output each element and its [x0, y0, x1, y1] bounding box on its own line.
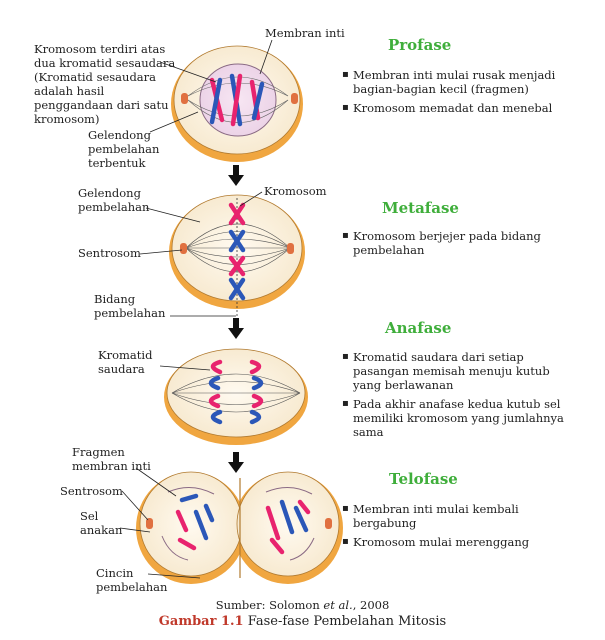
note-item: Membran inti mulai kembali bergabung [342, 502, 572, 530]
spindle-fibers [185, 223, 291, 273]
centrosome-right [325, 518, 332, 529]
phase-title-metafase: Metafase [382, 199, 459, 217]
centrosome-left [181, 93, 188, 104]
caption-number: Gambar 1.1 [158, 614, 244, 629]
anafase-cell [164, 348, 308, 445]
figure-caption: Gambar 1.1 Fase-fase Pembelahan Mitosis [0, 614, 605, 629]
phase-title-profase: Profase [388, 36, 452, 54]
chromosomes-right [265, 499, 311, 555]
arrow-down-icon [228, 318, 244, 339]
chromatids [208, 359, 264, 425]
arrow-down-icon [228, 165, 244, 186]
centrosome-left [180, 243, 187, 254]
label-gelendong-terbentuk: Gelendong pembelahan terbentuk [88, 128, 160, 170]
profase-cell [171, 45, 303, 162]
metafase-cell [169, 194, 305, 318]
phase-notes-telofase: Membran inti mulai kembali bergabung Kro… [342, 502, 572, 554]
arrow-down-icon [228, 452, 244, 473]
label-gelendong-pembelahan: Gelendong pembelahan [78, 186, 150, 214]
nuclear-fragments [161, 487, 315, 561]
label-kromosom: Kromosom [264, 184, 327, 198]
label-kromosom-desc: Kromosom terdiri atas dua kromatid sesau… [34, 42, 176, 126]
label-membran-inti: Membran inti [265, 26, 345, 40]
caption-text: Fase-fase Pembelahan Mitosis [243, 614, 447, 629]
spindle-fibers [171, 373, 301, 413]
phase-arrows [228, 165, 244, 473]
chromosomes [228, 202, 246, 301]
leader-lines [119, 39, 273, 579]
note-item: Kromosom mulai merenggang [342, 535, 572, 549]
telofase-cells [136, 471, 343, 584]
phase-notes-anafase: Kromatid saudara dari setiap pasangan me… [342, 350, 577, 444]
label-kromatid-saudara: Kromatid saudara [98, 348, 153, 376]
chromosomes-left [175, 493, 215, 551]
label-sel-anakan: Sel anakan [80, 509, 123, 537]
source-line: Sumber: Solomon et al., 2008 [215, 598, 390, 612]
label-sentrosom-telofase: Sentrosom [60, 484, 123, 498]
centrosome-left [146, 518, 153, 529]
label-bidang-pembelahan: Bidang pembelahan [94, 292, 166, 320]
note-item: Kromosom berjejer pada bidang pembelahan [342, 229, 572, 257]
phase-title-telofase: Telofase [389, 470, 458, 488]
note-item: Membran inti mulai rusak menjadi bagian-… [342, 68, 572, 96]
label-cincin-pembelahan: Cincin pembelahan [96, 566, 168, 594]
note-item: Kromatid saudara dari setiap pasangan me… [342, 350, 577, 392]
label-fragmen-membran: Fragmen membran inti [72, 445, 151, 473]
phase-title-anafase: Anafase [385, 319, 452, 337]
note-item: Pada akhir anafase kedua kutub sel memil… [342, 397, 577, 439]
centrosome-right [291, 93, 298, 104]
centrosome-right [287, 243, 294, 254]
phase-notes-profase: Membran inti mulai rusak menjadi bagian-… [342, 68, 572, 120]
chromosomes [209, 73, 265, 127]
phase-notes-metafase: Kromosom berjejer pada bidang pembelahan [342, 229, 572, 262]
note-item: Kromosom memadat dan menebal [342, 101, 572, 115]
label-sentrosom: Sentrosom [78, 246, 141, 260]
